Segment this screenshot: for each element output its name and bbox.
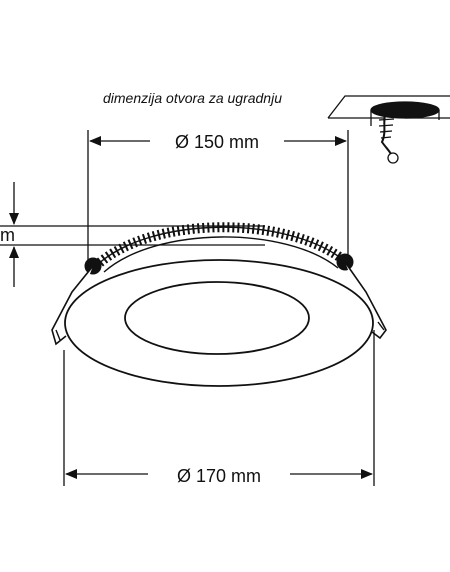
outer-diameter-label: Ø 170 mm (177, 466, 261, 486)
height-dimension (0, 182, 265, 287)
height-dimension-label: m (0, 225, 15, 245)
cutout-diameter-label: Ø 150 mm (175, 132, 259, 152)
outer-dimension (63, 330, 375, 486)
led-panel (51, 222, 387, 387)
right-spring-clip (344, 261, 387, 340)
cutout-caption: dimenzija otvora za ugradnju (103, 90, 282, 106)
inner-diffuser (124, 281, 310, 355)
cutout-thumbnail (327, 95, 450, 164)
cutout-dimension (87, 130, 349, 260)
